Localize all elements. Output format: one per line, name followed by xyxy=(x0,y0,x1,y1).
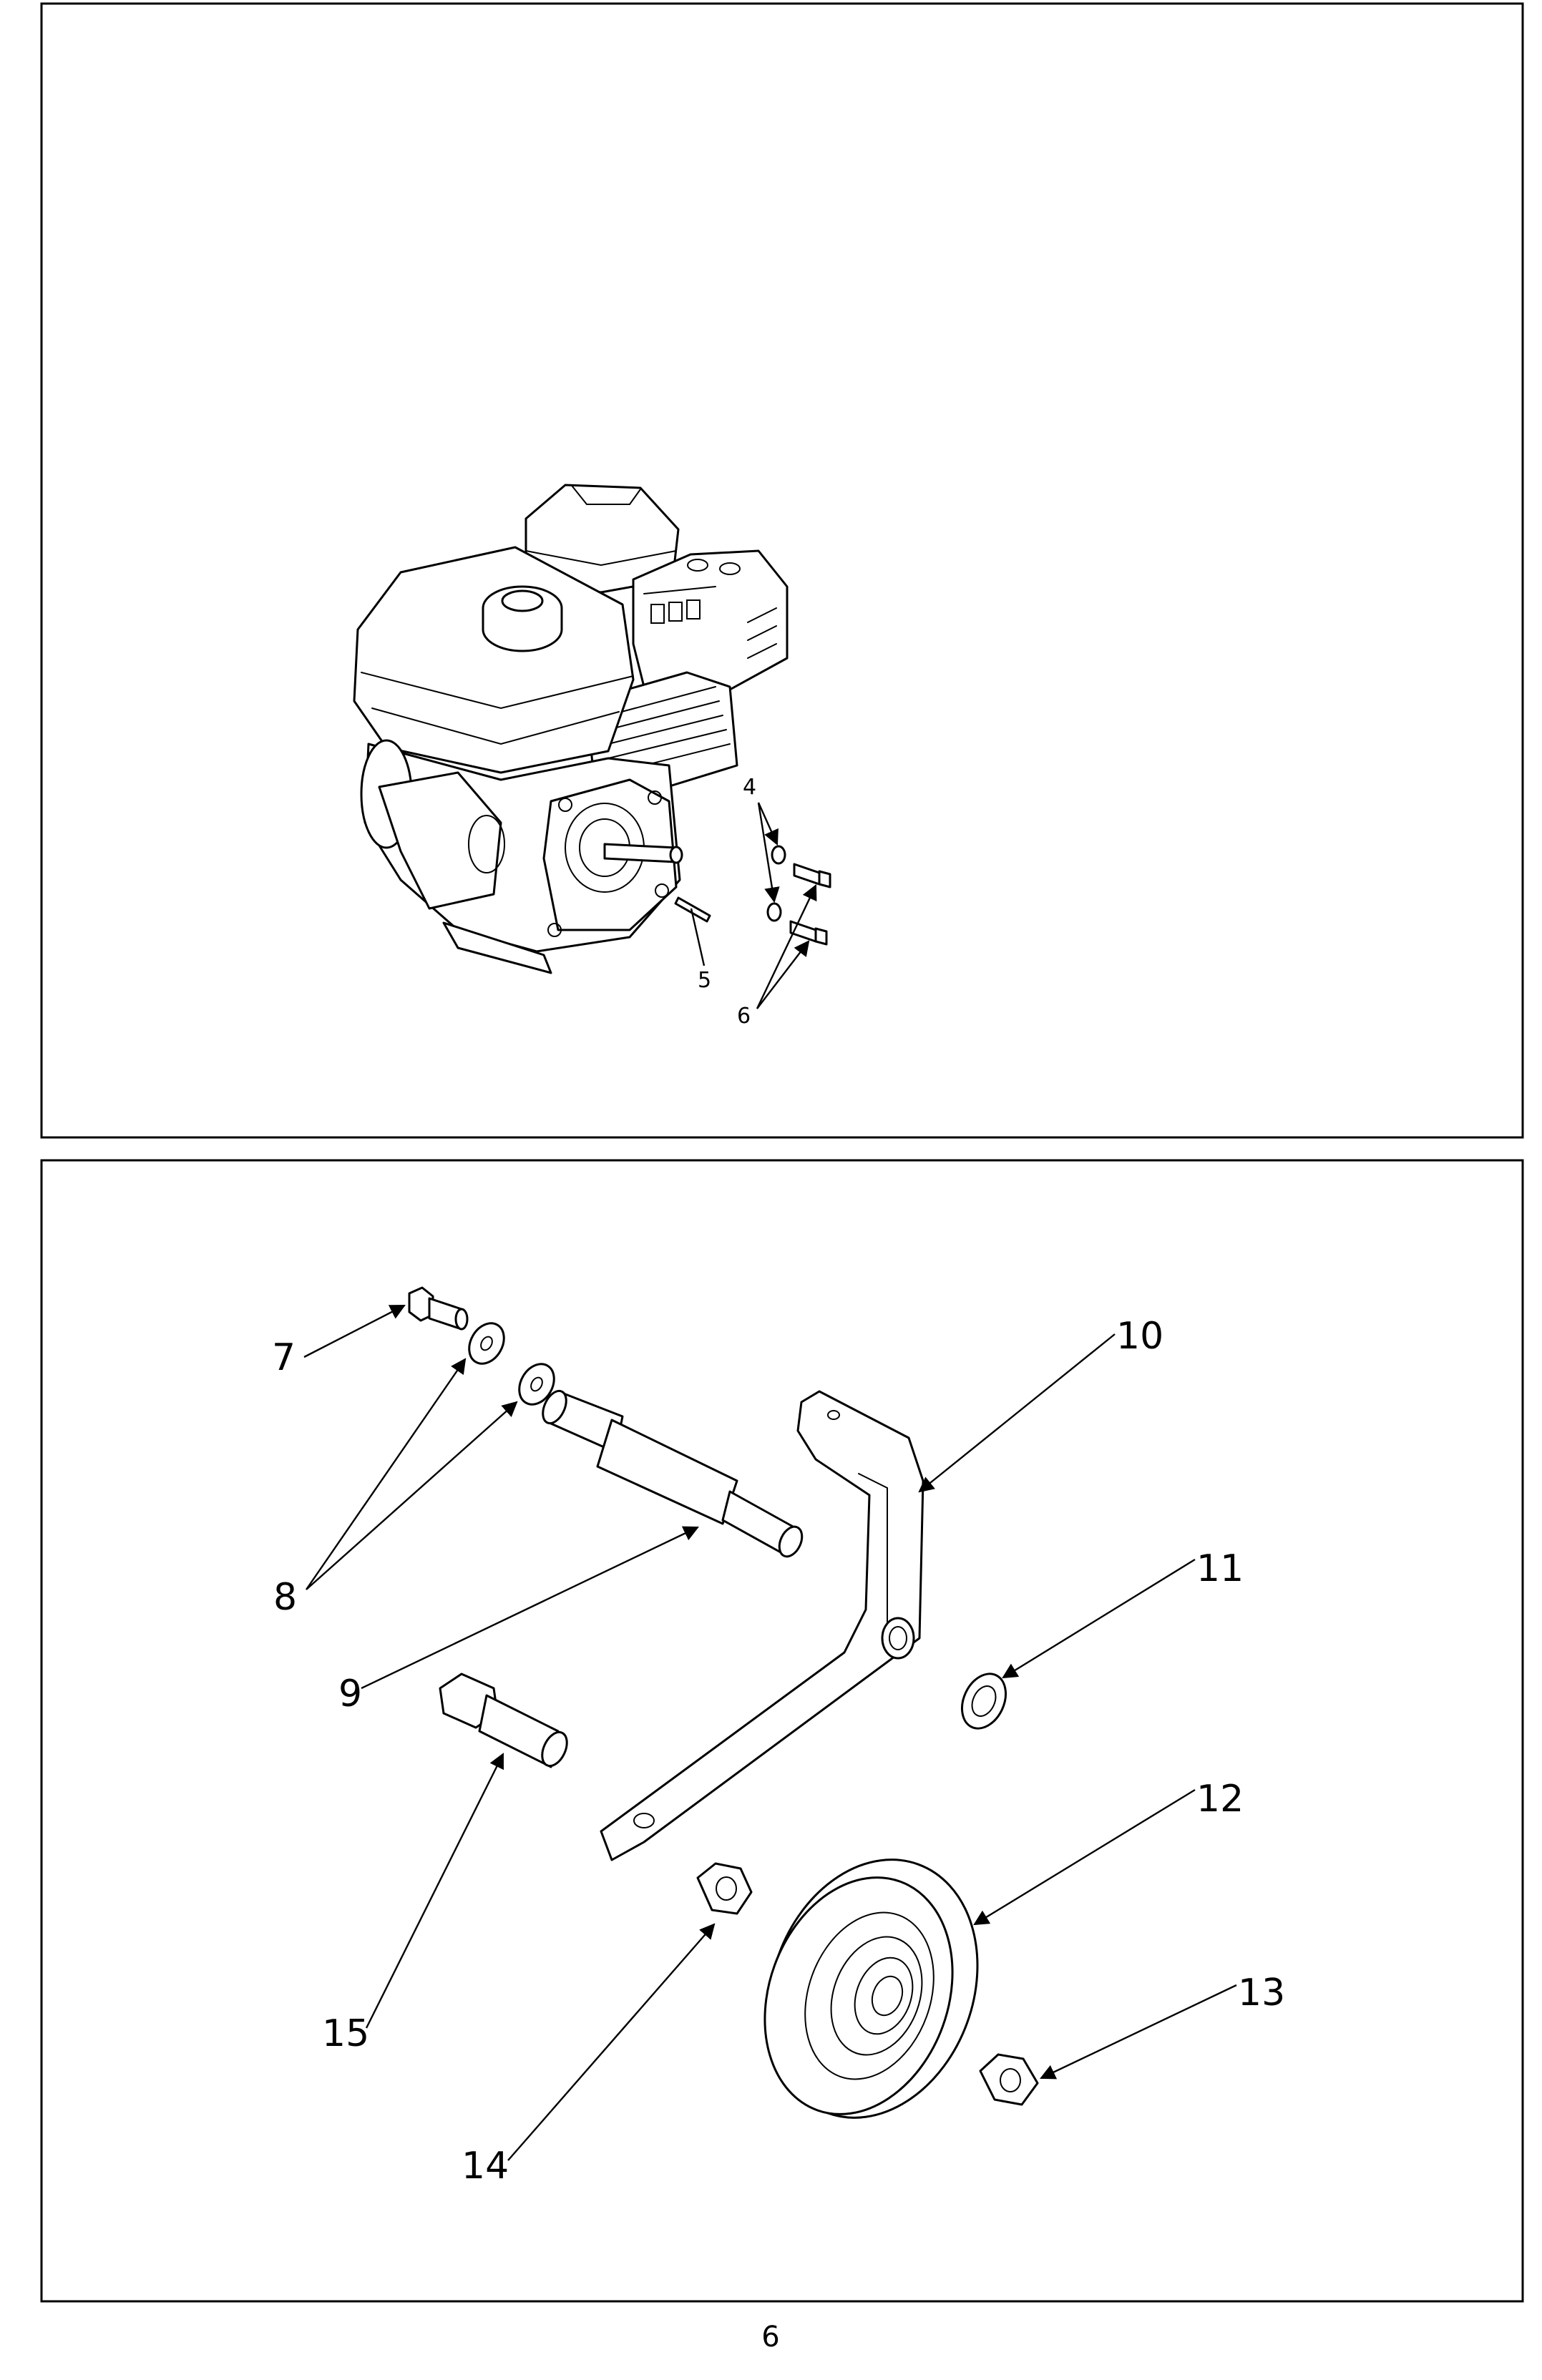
callout-6: 6 xyxy=(737,1004,751,1029)
callout-14: 14 xyxy=(462,2145,509,2188)
part-7-flange-bolt xyxy=(408,1286,469,1331)
callout-11: 11 xyxy=(1196,1547,1244,1590)
part-15-shoulder-bolt xyxy=(439,1673,568,1768)
part-9-stepped-shaft xyxy=(542,1389,804,1558)
bolts-6 xyxy=(789,863,831,946)
callout-5: 5 xyxy=(698,968,711,993)
key-5 xyxy=(674,896,711,923)
part-8-washers xyxy=(468,1322,555,1406)
page-number: 6 xyxy=(761,2321,779,2354)
callout-12: 12 xyxy=(1196,1778,1244,1821)
callout-15: 15 xyxy=(322,2012,369,2055)
top-panel-frame xyxy=(40,2,1524,1139)
callout-9: 9 xyxy=(338,1673,362,1715)
part-11-star-washer xyxy=(961,1673,1007,1730)
callout-10: 10 xyxy=(1116,1315,1163,1358)
washers-4 xyxy=(766,845,786,922)
part-12-idler-pulley xyxy=(763,1859,979,2119)
callout-13: 13 xyxy=(1238,1972,1285,2014)
callout-7: 7 xyxy=(272,1336,296,1379)
callout-8: 8 xyxy=(273,1576,297,1619)
part-10-idler-bracket xyxy=(600,1390,924,1861)
engine-illustration xyxy=(353,484,789,974)
part-14-hex-spacer xyxy=(696,1862,753,1915)
callout-4: 4 xyxy=(743,775,756,800)
part-13-lock-nut xyxy=(979,2053,1039,2106)
bottom-panel-frame xyxy=(40,1159,1524,2303)
